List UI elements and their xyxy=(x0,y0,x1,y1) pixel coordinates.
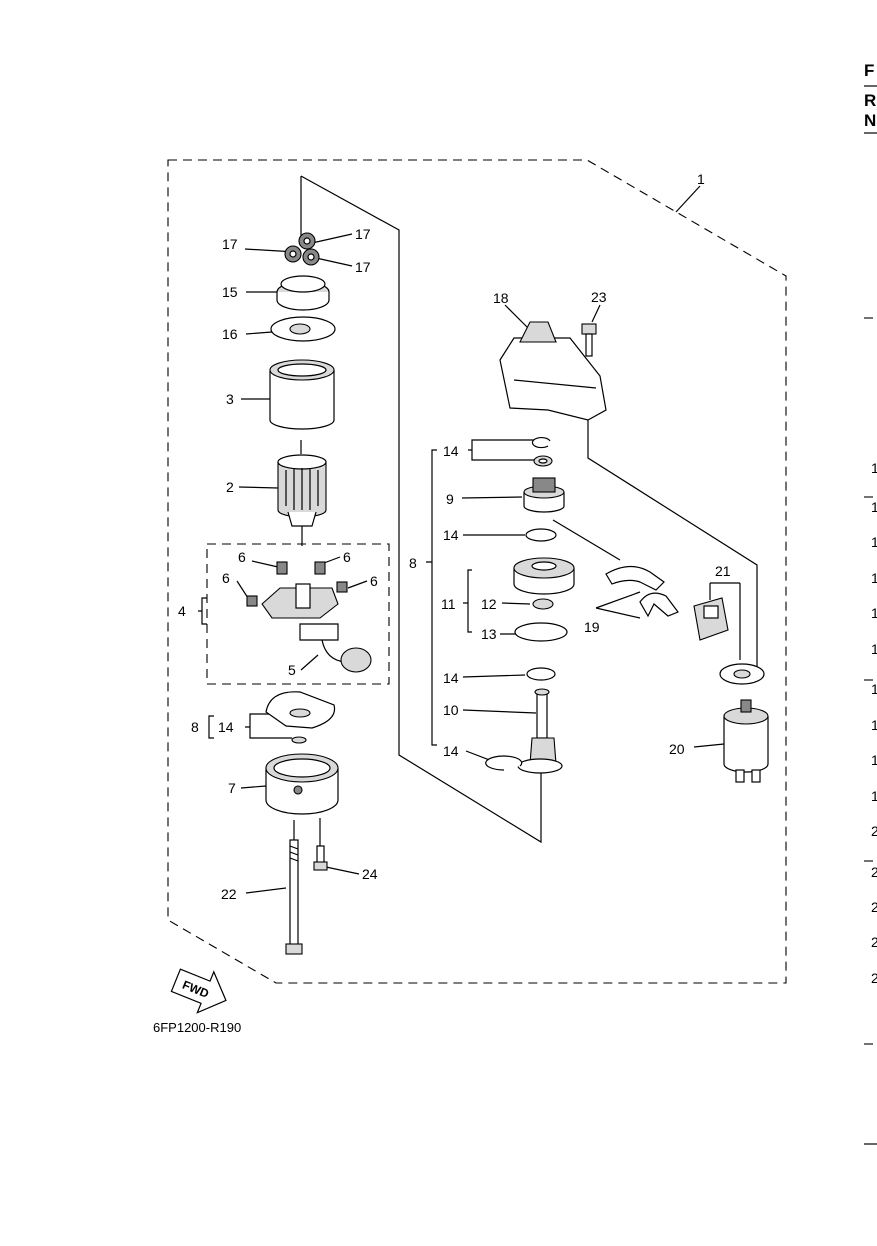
margin-header-r: R xyxy=(864,91,876,110)
callout-8: 8 xyxy=(191,719,199,735)
margin-header-f: F xyxy=(864,61,874,80)
solenoid-link-line xyxy=(587,420,758,670)
callout-10: 10 xyxy=(443,702,459,718)
callout-17: 17 xyxy=(355,259,371,275)
callout-24: 24 xyxy=(362,866,378,882)
callout-14: 14 xyxy=(443,527,459,543)
callout-14: 14 xyxy=(443,443,459,459)
margin-row: 2 xyxy=(871,823,877,839)
circlip-14 xyxy=(531,437,553,467)
gasket-plate xyxy=(719,663,765,685)
callout-15: 15 xyxy=(222,284,238,300)
washer-14-low xyxy=(526,667,556,681)
leader-lines xyxy=(236,185,725,894)
callout-14: 14 xyxy=(443,743,459,759)
callout-12: 12 xyxy=(481,596,497,612)
bracket-21 xyxy=(709,582,741,660)
bracket-19 xyxy=(595,591,641,619)
right-margin-column: F R N 1 1 1 1 1 1 1 1 1 1 2 2 2 2 2 xyxy=(864,61,877,1145)
washer-14-mid xyxy=(525,528,557,542)
callout-23: 23 xyxy=(591,289,607,305)
lower-plate-8 xyxy=(265,691,336,744)
margin-row: 1 xyxy=(871,752,877,768)
callout-17: 17 xyxy=(355,226,371,242)
callout-21: 21 xyxy=(715,563,731,579)
armature-2 xyxy=(277,440,327,546)
margin-row: 1 xyxy=(871,788,877,804)
bushing-12 xyxy=(532,598,554,610)
callout-5: 5 xyxy=(288,662,296,678)
fwd-arrow-icon: FWD xyxy=(170,968,227,1014)
planetary-gears-17 xyxy=(284,232,320,266)
callout-22: 22 xyxy=(221,886,237,902)
callout-14: 14 xyxy=(218,719,234,735)
bracket-8-left xyxy=(426,449,437,746)
gear-case-11 xyxy=(513,557,575,595)
screw-24 xyxy=(313,845,328,871)
bolt-23 xyxy=(581,323,597,357)
circlip-14-low xyxy=(485,755,523,771)
yoke-3 xyxy=(269,359,335,430)
callout-4: 4 xyxy=(178,603,186,619)
margin-row: 1 xyxy=(871,499,877,515)
callout-14: 14 xyxy=(443,670,459,686)
bracket-14-top xyxy=(468,439,536,461)
bracket-11 xyxy=(463,569,472,633)
margin-row: 2 xyxy=(871,970,877,986)
callout-6: 6 xyxy=(370,573,378,589)
bracket-4 xyxy=(198,597,207,625)
callout-2: 2 xyxy=(226,479,234,495)
retainer-13 xyxy=(514,622,568,642)
margin-row: 1 xyxy=(871,570,877,586)
brush-holder-boundary xyxy=(206,543,390,685)
callout-8: 8 xyxy=(409,555,417,571)
shift-lever-19 xyxy=(605,565,679,618)
callout-16: 16 xyxy=(222,326,238,342)
callout-6: 6 xyxy=(343,549,351,565)
internal-gear-15 xyxy=(276,275,330,311)
plate-16 xyxy=(270,316,336,342)
callout-18: 18 xyxy=(493,290,509,306)
callout-9: 9 xyxy=(446,491,454,507)
brush-lead-5 xyxy=(321,639,372,673)
margin-row: 2 xyxy=(871,899,877,915)
callout-3: 3 xyxy=(226,391,234,407)
callout-6: 6 xyxy=(222,570,230,586)
margin-row: 1 xyxy=(871,605,877,621)
pinion-gear-9 xyxy=(523,477,565,513)
callout-20: 20 xyxy=(669,741,685,757)
pinion-shaft-10 xyxy=(517,688,563,774)
end-housing-7 xyxy=(265,753,339,815)
margin-row: 2 xyxy=(871,864,877,880)
callout-1: 1 xyxy=(697,171,705,187)
callout-11: 11 xyxy=(441,596,456,612)
margin-row: 1 xyxy=(871,460,877,476)
callout-7: 7 xyxy=(228,780,236,796)
margin-header-n: N xyxy=(864,111,876,130)
margin-row: 1 xyxy=(871,681,877,697)
bracket-lower-8-14 xyxy=(208,713,292,739)
margin-row: 2 xyxy=(871,934,877,950)
front-housing-18 xyxy=(499,321,607,421)
margin-row: 1 xyxy=(871,534,877,550)
callout-labels: 1 17 17 17 15 16 3 2 6 6 6 6 4 5 8 14 7 … xyxy=(178,171,731,902)
callout-6: 6 xyxy=(238,549,246,565)
assembly-boundary-1 xyxy=(167,159,787,984)
armature-group-bracket xyxy=(300,175,542,844)
solenoid-20 xyxy=(723,699,769,783)
callout-17: 17 xyxy=(222,236,238,252)
through-bolt-22 xyxy=(285,839,303,955)
callout-13: 13 xyxy=(481,626,497,642)
drawing-code: 6FP1200-R190 xyxy=(153,1020,241,1035)
brush-holder-4 xyxy=(246,561,348,641)
callout-19: 19 xyxy=(584,619,600,635)
margin-row: 1 xyxy=(871,641,877,657)
plate-21 xyxy=(693,597,729,641)
margin-row: 1 xyxy=(871,717,877,733)
